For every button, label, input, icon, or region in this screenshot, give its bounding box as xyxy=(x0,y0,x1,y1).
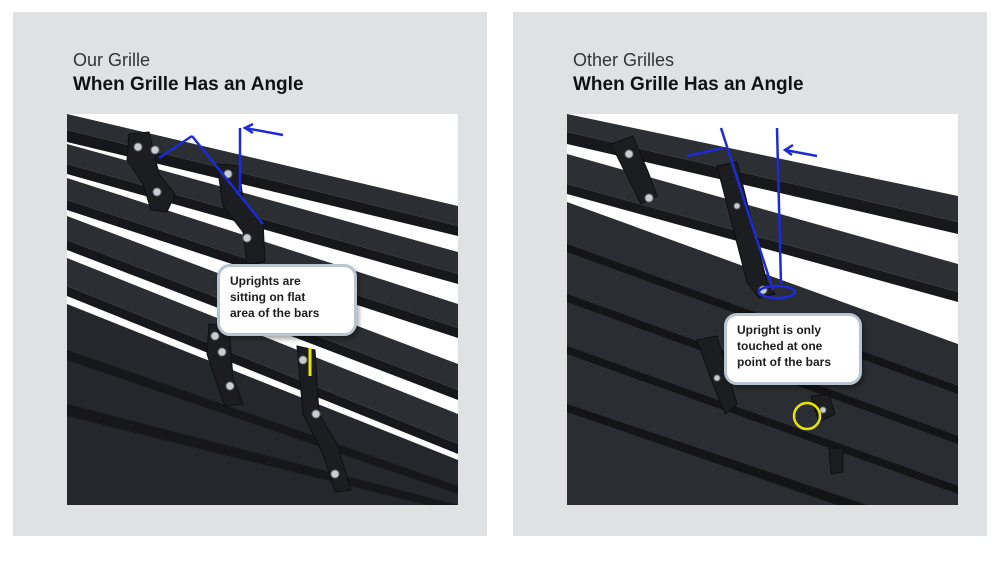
callout-bubble: Uprights are sitting on flat area of the… xyxy=(217,264,357,336)
panel-headline: When Grille Has an Angle xyxy=(73,74,304,95)
panel-subtitle: Our Grille xyxy=(73,50,151,70)
other-grille-illustration xyxy=(567,114,958,505)
other-grilles-panel: Other Grilles When Grille Has an Angle xyxy=(513,12,987,536)
callout-line: Upright is only xyxy=(737,323,821,337)
panel-subtitle: Other Grilles xyxy=(573,50,675,70)
upright-brackets xyxy=(610,135,844,475)
our-grille-panel: Our Grille When Grille Has an Angle xyxy=(13,12,487,536)
callout-line: area of the bars xyxy=(230,306,320,320)
our-grille-photo: Uprights are sitting on flat area of the… xyxy=(67,114,458,505)
callout-line: sitting on flat xyxy=(230,290,306,304)
other-grille-photo: Upright is only touched at one point of … xyxy=(567,114,958,505)
callout-bubble: Upright is only touched at one point of … xyxy=(724,313,862,385)
callout-line: Uprights are xyxy=(230,274,301,288)
panel-headline: When Grille Has an Angle xyxy=(573,74,804,95)
angle-guide-icon xyxy=(686,127,818,300)
callout-line: touched at one xyxy=(737,339,823,353)
bolt-heads xyxy=(133,142,340,479)
callout-line: point of the bars xyxy=(737,355,831,369)
contact-point-icon xyxy=(792,401,822,431)
angle-guide-icon xyxy=(158,122,284,225)
